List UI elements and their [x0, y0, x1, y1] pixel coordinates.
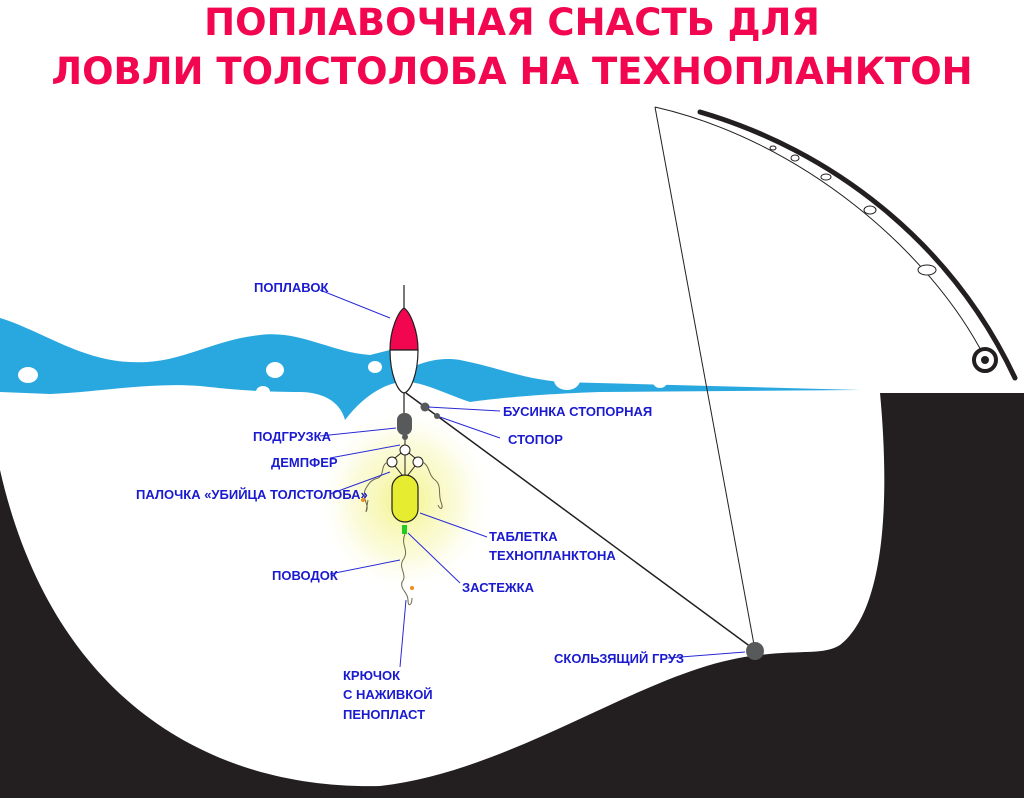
float-top: [389, 307, 419, 351]
water-surface: [0, 318, 860, 420]
stopper: [434, 413, 440, 419]
label-hook-1: КРЮЧОК: [343, 668, 400, 683]
reel-hub: [981, 356, 989, 364]
rod-guides: [769, 145, 937, 276]
label-hook-2: С НАЖИВКОЙ: [343, 687, 433, 702]
leader: [401, 533, 413, 606]
line-float-to-weight: [405, 392, 756, 651]
side-leader-right: [421, 461, 443, 509]
label-sliding-weight: СКОЛЬЗЯЩИЙ ГРУЗ: [554, 651, 684, 666]
label-sinker: ПОДГРУЗКА: [253, 429, 332, 444]
technoplankton-tablet: [391, 474, 419, 523]
label-hook-3: ПЕНОПЛАСТ: [343, 707, 425, 722]
label-stopper: СТОПОР: [508, 432, 563, 447]
riverbed-ground: [0, 393, 1024, 798]
fishing-rod: [697, 109, 1018, 381]
clasp: [402, 525, 407, 534]
fishing-line-rod: [654, 106, 986, 359]
label-stopper-bead: БУСИНКА СТОПОРНАЯ: [503, 404, 652, 419]
sinker-swivel: [402, 434, 408, 440]
label-damper: ДЕМПФЕР: [271, 455, 338, 470]
label-tablet-2: ТЕХНОПЛАНКТОНА: [489, 548, 616, 563]
float-bottom: [389, 349, 419, 394]
stopper-bead: [420, 402, 430, 412]
label-clasp: ЗАСТЕЖКА: [462, 580, 535, 595]
title-line-1: ПОПЛАВОЧНАЯ СНАСТЬ ДЛЯ: [204, 1, 820, 44]
label-stick: ПАЛОЧКА «УБИЙЦА ТОЛСТОЛОБА»: [136, 487, 368, 502]
water-bubbles: [18, 361, 667, 408]
label-leader: ПОВОДОК: [272, 568, 338, 583]
side-leader-left: [363, 461, 389, 513]
hook-bait-left: [361, 498, 365, 502]
line-to-weight: [654, 106, 756, 651]
sinker: [397, 413, 412, 435]
hook-bait: [410, 586, 414, 590]
label-leaders: [319, 289, 746, 668]
label-tablet-1: ТАБЛЕТКА: [489, 529, 558, 544]
sliding-weight: [746, 642, 764, 660]
label-float: ПОПЛАВОК: [254, 280, 328, 295]
title-line-2: ЛОВЛИ ТОЛСТОЛОБА НА ТЕХНОПЛАНКТОН: [51, 50, 972, 93]
